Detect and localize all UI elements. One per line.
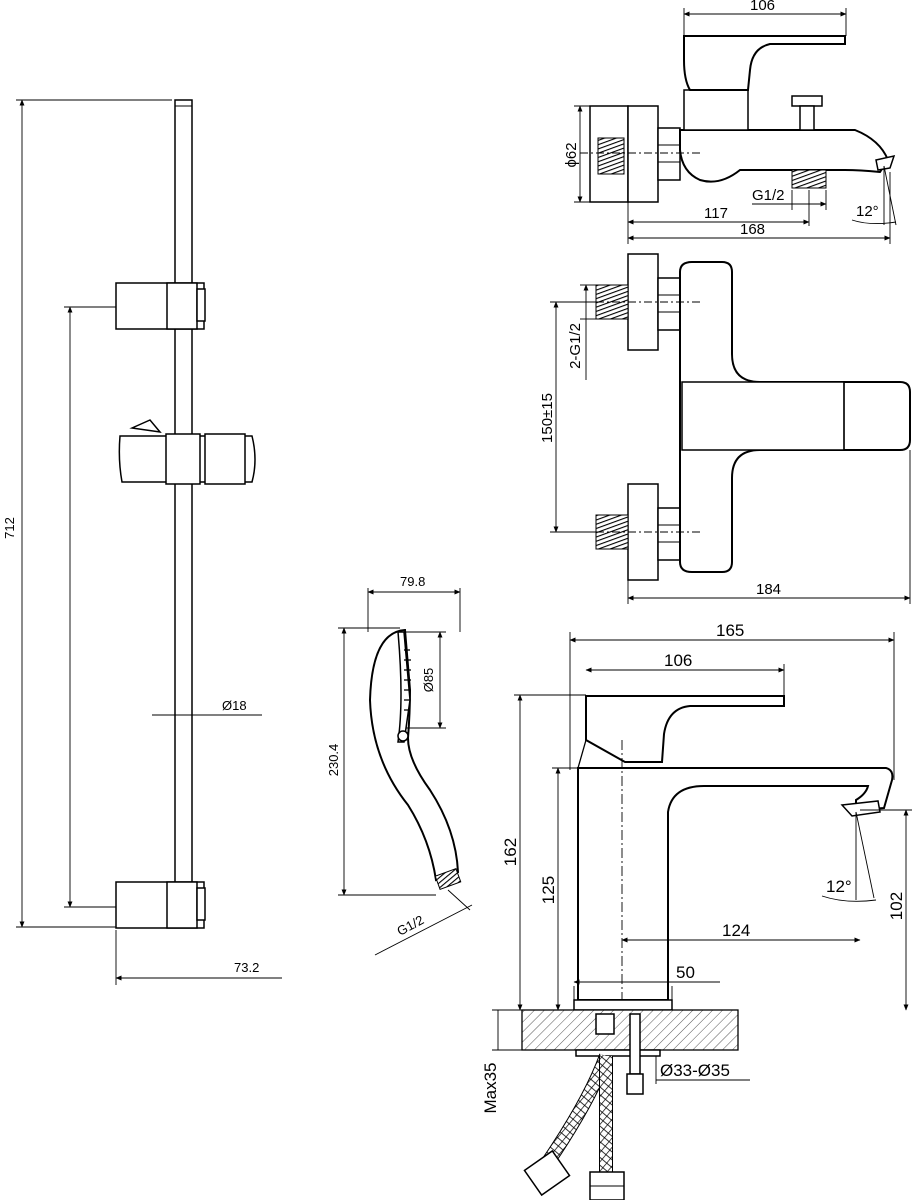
bath-inlet-thread-dimension: 2-G1/2 xyxy=(567,284,596,380)
hand-shower-width-dimension: 79.8 xyxy=(367,574,461,632)
shower-rail: 712 Ø18 73.2 xyxy=(2,99,282,985)
hand-shower-length-label: 230.4 xyxy=(326,744,341,777)
basin-angle-dimension: 12° xyxy=(821,811,877,902)
basin-reach-dimension: 124 xyxy=(621,921,861,943)
bath-outlet-dimension: G1/2 xyxy=(752,187,827,210)
basin-body-height-dimension: 125 xyxy=(539,767,580,1011)
rail-height-label: 712 xyxy=(2,517,17,539)
bath-mixer-side-view: 106 ϕ62 G1/2 117 168 xyxy=(563,0,897,244)
bath-angle-label: 12° xyxy=(856,203,879,220)
hand-shower-handle xyxy=(368,628,460,882)
bath-inlet-thread-label: 2-G1/2 xyxy=(567,323,584,369)
bath-side-body xyxy=(679,129,890,183)
bath-flange-dimension: ϕ62 xyxy=(563,105,592,203)
hand-shower-thread-label: G1/2 xyxy=(394,912,426,938)
rail-pipe xyxy=(174,99,193,891)
rail-height-dimension: 712 xyxy=(2,99,172,928)
basin-lever xyxy=(585,695,785,763)
bath-outlet-label: G1/2 xyxy=(752,187,785,204)
hand-shower-length-dimension: 230.4 xyxy=(326,627,436,896)
basin-handle-label: 106 xyxy=(664,651,692,670)
basin-depth-dimension: 165 xyxy=(569,621,895,780)
bath-side-handle-label: 106 xyxy=(750,0,775,14)
basin-deck-dimension: Max35 xyxy=(481,1009,522,1114)
hand-shower-thread-dimension: G1/2 xyxy=(374,889,473,956)
hand-shower-thread xyxy=(434,868,462,890)
bath-side-outlet-thread xyxy=(791,169,827,189)
basin-depth-label: 165 xyxy=(716,621,744,640)
basin-deck-label: Max35 xyxy=(481,1062,500,1113)
rail-diameter-dimension: Ø18 xyxy=(152,698,262,716)
bath-mixer-front-view: 2-G1/2 150±15 184 xyxy=(539,253,911,604)
basin-reach-label: 124 xyxy=(722,921,750,940)
basin-base-dimension: 50 xyxy=(573,963,720,1000)
basin-angle-label: 12° xyxy=(826,877,852,896)
basin-height-dimension: 162 xyxy=(501,694,586,1011)
basin-spout-height-dimension: 102 xyxy=(860,809,912,1011)
bath-flange-label: ϕ62 xyxy=(563,142,580,167)
basin-base-label: 50 xyxy=(676,963,695,982)
bath-width-dimension: 184 xyxy=(627,450,911,604)
bath-side-handle-dimension: 106 xyxy=(683,0,847,36)
basin-spout-height-label: 102 xyxy=(887,892,906,920)
hand-shower-head-label: Ø85 xyxy=(421,668,436,693)
rail-depth-dimension: 73.2 xyxy=(115,930,282,985)
hand-shower-nozzles xyxy=(404,649,411,711)
bath-angle-dimension: 12° xyxy=(851,165,897,226)
basin-body-height-label: 125 xyxy=(539,876,558,904)
bath-side-lever xyxy=(683,35,846,91)
bath-side-inlet-thread xyxy=(597,137,625,175)
bath-inlet-spacing-label: 150±15 xyxy=(539,393,556,443)
hand-shower-head-dimension: Ø85 xyxy=(406,631,446,729)
basin-mixer: 165 106 162 125 12° xyxy=(481,621,912,1200)
basin-hole-label: Ø33-Ø35 xyxy=(660,1061,730,1080)
bath-width-label: 184 xyxy=(756,581,781,598)
bath-inlet-spacing-dimension: 150±15 xyxy=(539,301,596,533)
bath-depth-label: 168 xyxy=(740,221,765,238)
rail-slider xyxy=(118,419,256,485)
basin-handle-dimension: 106 xyxy=(585,651,785,696)
hand-shower: 79.8 Ø85 230.4 G1/2 xyxy=(326,574,473,956)
bath-reach-dimension: 117 xyxy=(627,190,810,244)
rail-diameter-label: Ø18 xyxy=(222,698,247,713)
hand-shower-width-label: 79.8 xyxy=(400,574,425,589)
bath-reach-label: 117 xyxy=(704,205,728,222)
basin-height-label: 162 xyxy=(501,838,520,866)
rail-depth-label: 73.2 xyxy=(234,960,259,975)
bath-depth-dimension: 168 xyxy=(627,172,891,244)
basin-hole-dimension: Ø33-Ø35 xyxy=(655,1056,750,1084)
